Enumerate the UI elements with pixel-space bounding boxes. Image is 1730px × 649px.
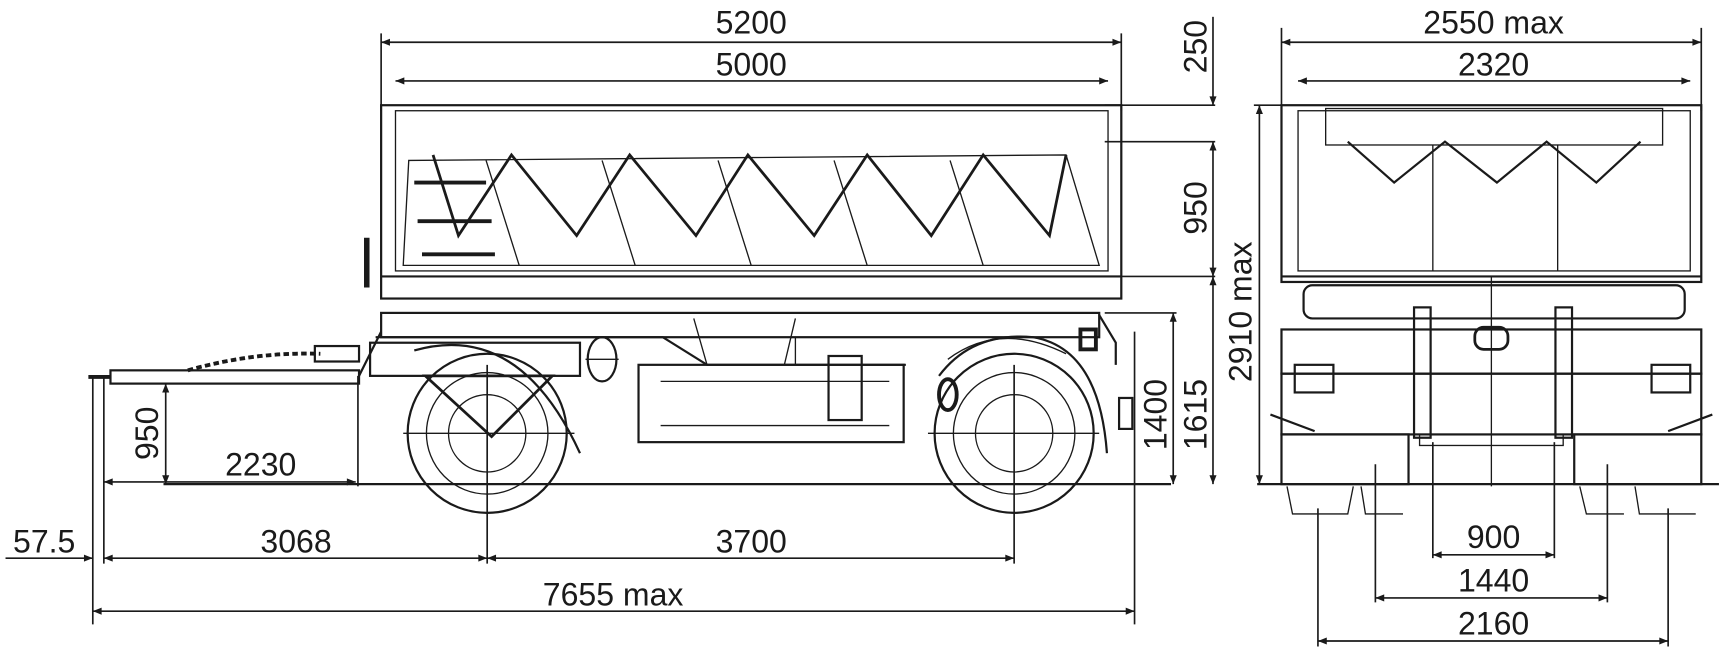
dim-frame-height: 1400: [1138, 379, 1174, 450]
chassis: [368, 311, 1134, 444]
dim-loading-height: 1615: [1177, 379, 1213, 450]
dim-inner-track: 900: [1467, 519, 1520, 555]
dim-outer-track: 2160: [1458, 605, 1529, 641]
dim-body-outer-length: 5200: [716, 4, 787, 40]
dim-eye-to-axle: 3068: [260, 524, 331, 560]
dim-track: 1440: [1458, 562, 1529, 598]
dim-drawbar-length: 2230: [225, 446, 296, 482]
dim-side-height: 950: [1177, 181, 1213, 234]
dim-drawbar-offset: 57.5: [13, 524, 75, 560]
dump-body: [364, 104, 1123, 300]
dim-body-inner-width: 2320: [1458, 46, 1529, 82]
side-view: 5200 5000 250 950 1400 1615 950 2230 57.…: [5, 4, 1217, 625]
dim-overall-length: 7655 max: [543, 577, 684, 613]
rear-dimension-lines: [1253, 27, 1703, 647]
dim-drawbar-height: 950: [129, 407, 165, 460]
dim-body-inner-length: 5000: [716, 46, 787, 82]
front-wheel: [403, 343, 581, 514]
dim-wheelbase: 3700: [716, 524, 787, 560]
side-dimension-lines: [5, 16, 1217, 625]
dim-overall-height: 2910 max: [1223, 241, 1259, 382]
dim-side-height-extra: 250: [1177, 20, 1213, 73]
dim-overall-width: 2550 max: [1423, 4, 1564, 40]
rear-view: 2550 max 2320 2910 max 900 1440 2160: [1223, 4, 1719, 647]
rear-wheel: [927, 335, 1109, 514]
rear-chassis: [1270, 276, 1713, 487]
drawbar: [88, 331, 383, 385]
